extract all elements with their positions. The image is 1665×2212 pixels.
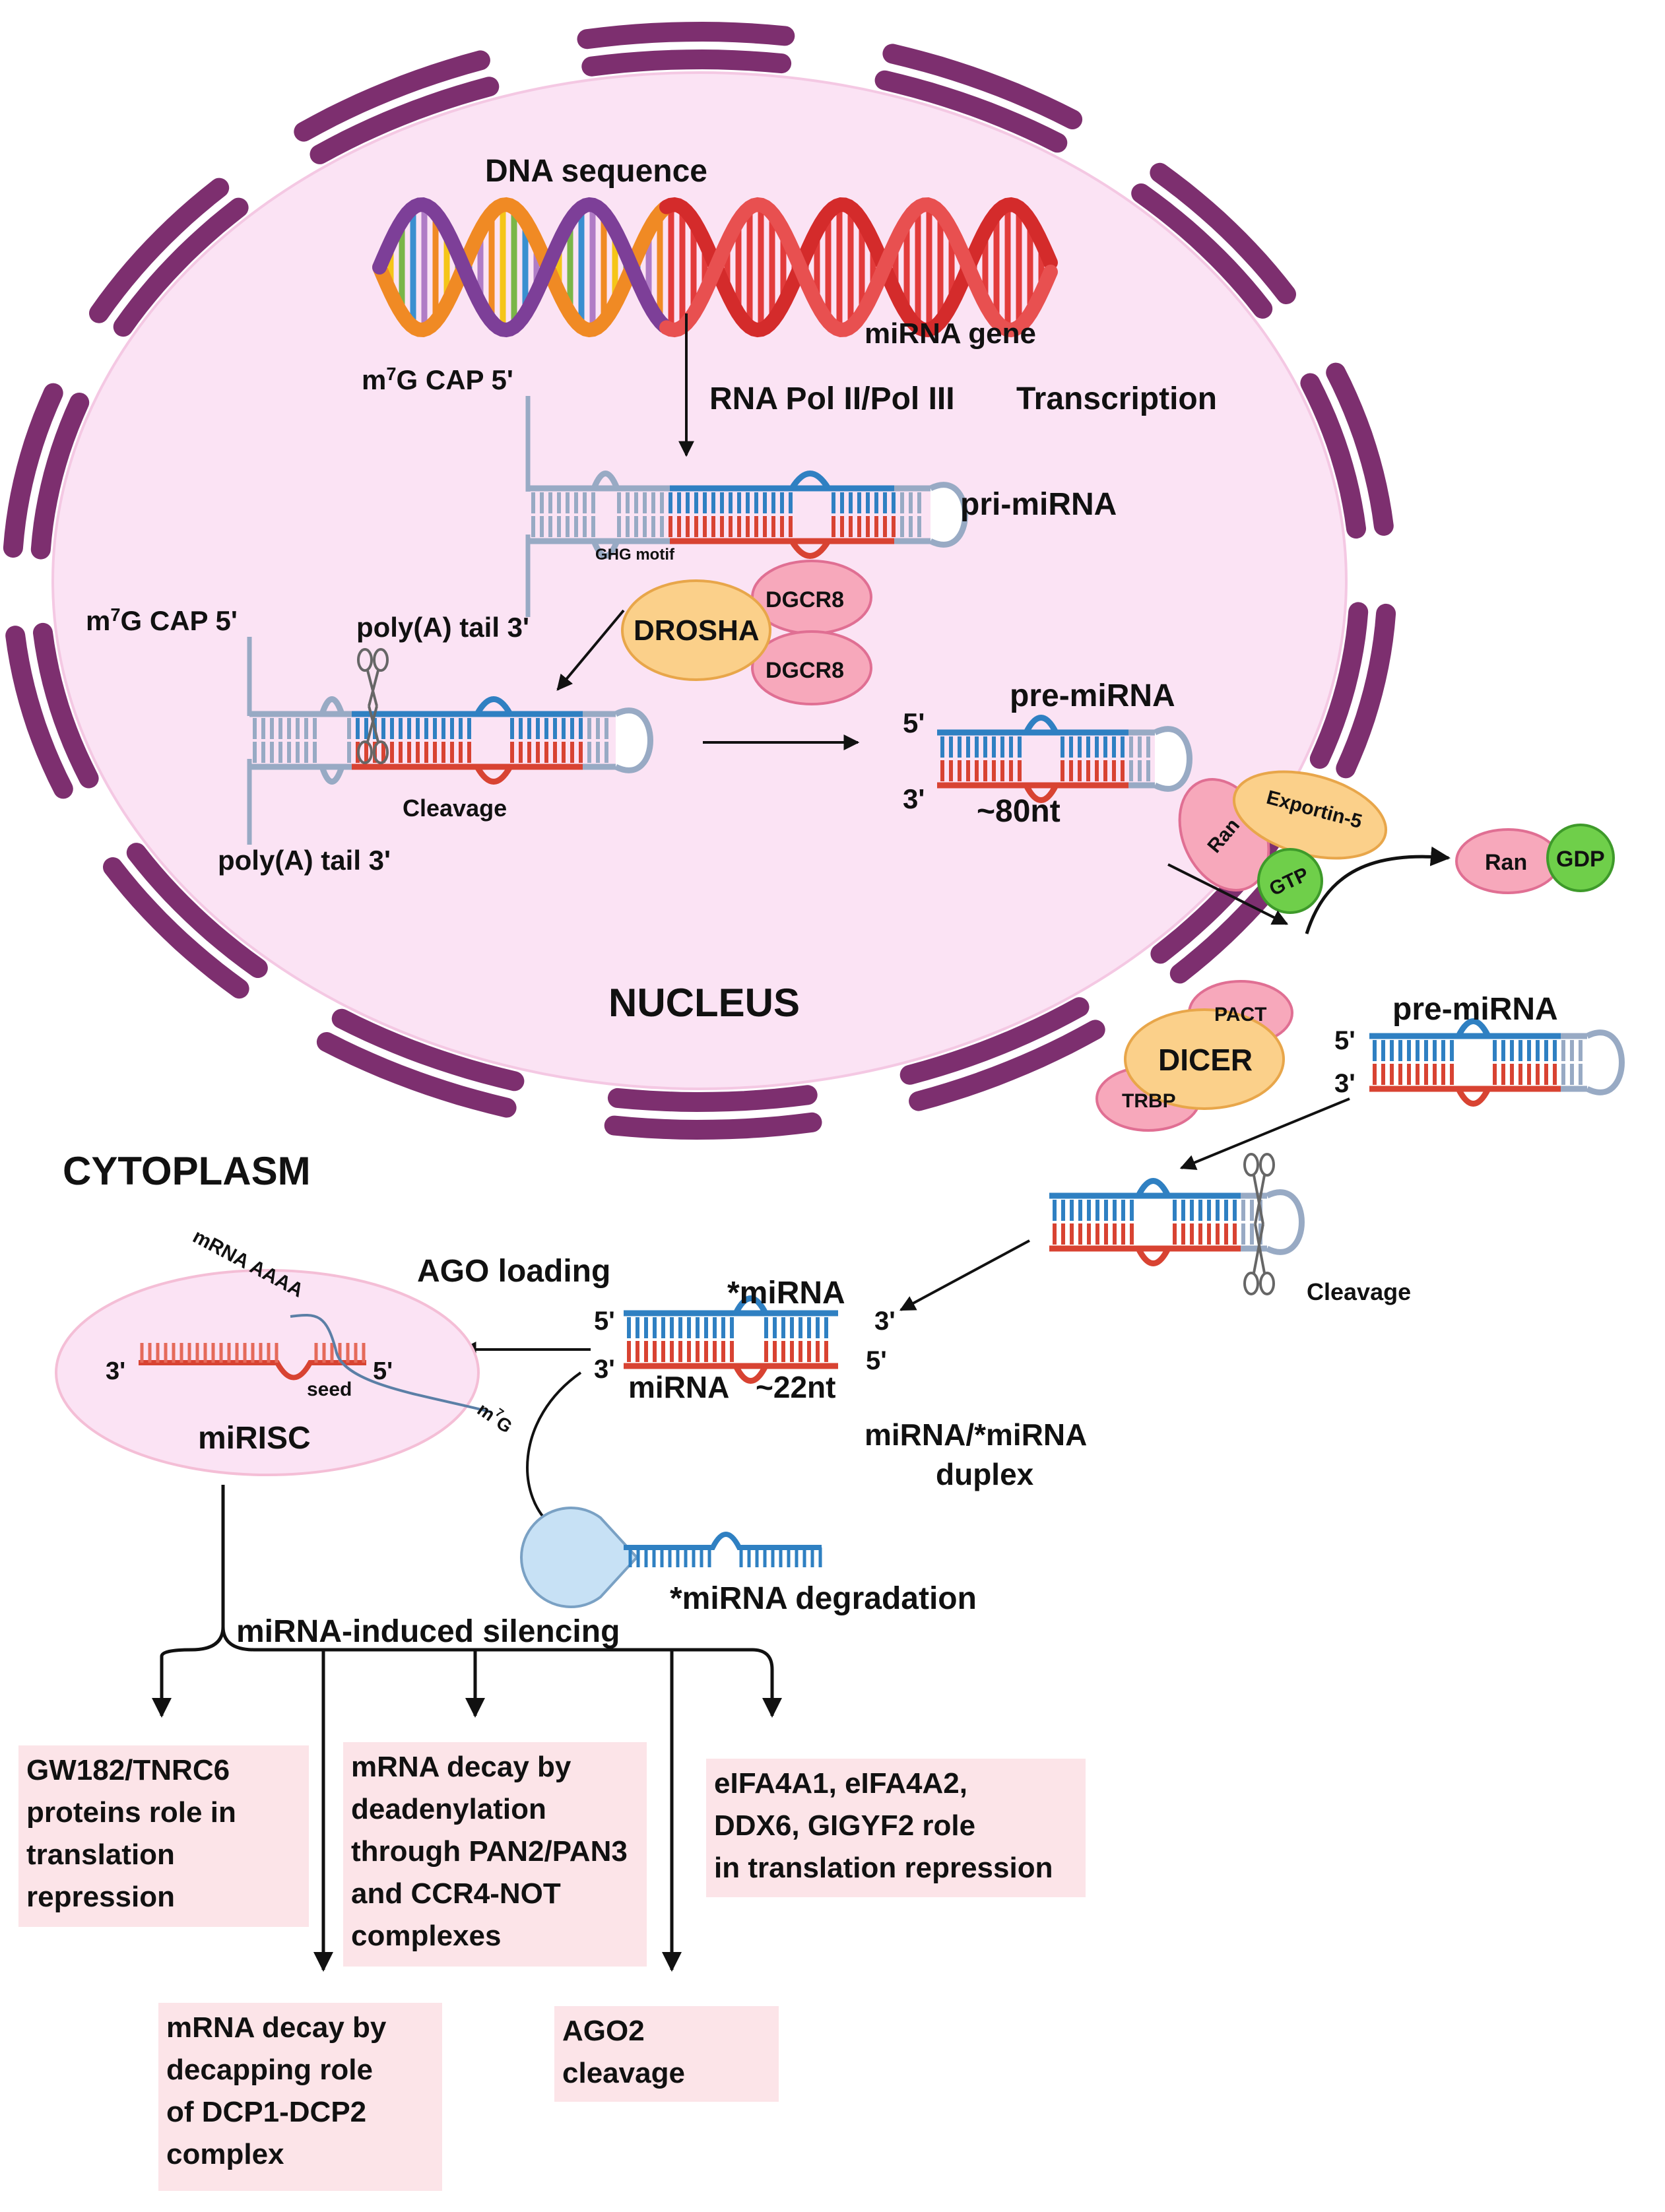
length-22nt-label: ~22nt bbox=[756, 1370, 835, 1404]
outcome-deadenylation-line-5: complexes bbox=[351, 1920, 502, 1952]
degradation-arrow bbox=[526, 1371, 582, 1529]
duplex-label-line2: duplex bbox=[936, 1457, 1034, 1491]
m7g-cap-label-1: m7G CAP 5' bbox=[362, 364, 513, 395]
outcome-eifa-line-3: in translation repression bbox=[714, 1852, 1053, 1884]
outcome-decapping-line-3: of DCP1-DCP2 bbox=[166, 2096, 367, 2128]
mirisc-label: miRISC bbox=[198, 1421, 311, 1456]
five-prime-label-3: 5' bbox=[594, 1307, 615, 1336]
scissors-icon-2 bbox=[1243, 1153, 1275, 1295]
outcome-decapping-line-2: decapping role bbox=[166, 2054, 373, 2086]
mirna-duplex bbox=[624, 1295, 838, 1384]
cleavage-label-1: Cleavage bbox=[403, 795, 507, 822]
pre-mirna-hairpin-1 bbox=[937, 715, 1192, 803]
dicer-label: DICER bbox=[1158, 1043, 1253, 1077]
to-duplex-arrow bbox=[899, 1239, 1030, 1311]
star-degradation-label: *miRNA degradation bbox=[670, 1581, 977, 1616]
dgcr8-top-label: DGCR8 bbox=[766, 587, 844, 612]
outcome-deadenylation-line-1: mRNA decay by bbox=[351, 1751, 571, 1783]
drosha-arrow bbox=[556, 609, 625, 691]
dna-helix bbox=[372, 197, 1058, 338]
pre-mirna-hairpin-3 bbox=[1049, 1178, 1305, 1266]
outcome-ago2-line-1: AGO2 bbox=[562, 2015, 645, 2047]
outcome-eifa-line-2: DDX6, GIGYF2 role bbox=[714, 1809, 976, 1842]
target-mrna bbox=[290, 1314, 492, 1414]
drosha-label: DROSHA bbox=[634, 614, 760, 647]
outcome-ago2: AGO2 cleavage bbox=[554, 2006, 779, 2102]
three-prime-label-1: 3' bbox=[903, 783, 925, 814]
dicer-arrow bbox=[1179, 1097, 1350, 1170]
outcome-eifa-line-1: eIFA4A1, eIFA4A2, bbox=[714, 1767, 967, 1800]
mirisc-complex bbox=[55, 1269, 480, 1476]
exonuclease bbox=[520, 1507, 639, 1608]
ago-loading-label: AGO loading bbox=[417, 1254, 610, 1289]
pre-mirna-hairpin-2 bbox=[1369, 1018, 1625, 1107]
risc-five-prime-label: 5' bbox=[373, 1357, 393, 1385]
three-prime-label-3: 3' bbox=[874, 1307, 896, 1336]
mirna-gene-label: miRNA gene bbox=[865, 317, 1036, 350]
outcome-deadenylation: mRNA decay by deadenylation through PAN2… bbox=[343, 1742, 647, 1967]
five-prime-label-1: 5' bbox=[903, 707, 925, 738]
outcome-decapping-line-1: mRNA decay by bbox=[166, 2011, 387, 2044]
dgcr8-bottom-protein bbox=[751, 630, 872, 705]
outcome-deadenylation-line-3: through PAN2/PAN3 bbox=[351, 1835, 628, 1868]
export-arrow bbox=[1167, 863, 1289, 925]
m7g-cap-label-2: m7G CAP 5' bbox=[86, 604, 238, 636]
pact-label: PACT bbox=[1214, 1004, 1266, 1025]
silencing-tree bbox=[152, 1485, 782, 1972]
degraded-star-mirna bbox=[624, 1532, 822, 1567]
outcome-ago2-line-2: cleavage bbox=[562, 2057, 685, 2089]
star-mirna-label: *miRNA bbox=[727, 1276, 845, 1311]
outcome-gw182-line-2: proteins role in bbox=[26, 1796, 236, 1829]
transcription-label: Transcription bbox=[1016, 381, 1217, 416]
pre-mirna-label-1: pre-miRNA bbox=[1010, 678, 1175, 713]
outcome-gw182-line-3: translation bbox=[26, 1838, 175, 1871]
ran-gdp-release-arrow bbox=[1305, 846, 1451, 934]
polya-tail-label-2: poly(A) tail 3' bbox=[218, 845, 391, 876]
gdp-label: GDP bbox=[1556, 847, 1605, 872]
drosha-protein bbox=[621, 579, 771, 681]
pri-mirna-label: pri-miRNA bbox=[960, 487, 1117, 522]
gdp-molecule bbox=[1546, 824, 1615, 892]
outcome-gw182: GW182/TNRC6 proteins role in translation… bbox=[18, 1745, 309, 1927]
outcome-deadenylation-line-2: deadenylation bbox=[351, 1793, 546, 1825]
trbp-label: TRBP bbox=[1122, 1090, 1176, 1112]
cytoplasm-label: CYTOPLASM bbox=[63, 1149, 311, 1193]
dna-sequence-label: DNA sequence bbox=[485, 154, 707, 189]
pri-mirna-hairpin bbox=[528, 471, 968, 559]
outcome-gw182-line-4: repression bbox=[26, 1881, 175, 1913]
gtp-molecule bbox=[1257, 848, 1323, 914]
dicer-protein bbox=[1124, 1008, 1285, 1110]
five-prime-label-4: 5' bbox=[866, 1346, 887, 1375]
outcome-decapping: mRNA decay by decapping role of DCP1-DCP… bbox=[158, 2003, 442, 2191]
five-prime-label-2: 5' bbox=[1334, 1026, 1355, 1055]
three-prime-label-2: 3' bbox=[1334, 1069, 1355, 1098]
silencing-label: miRNA-induced silencing bbox=[236, 1614, 620, 1649]
ghg-motif-label: GHG motif bbox=[595, 546, 675, 564]
outcome-eifa: eIFA4A1, eIFA4A2, DDX6, GIGYF2 role in t… bbox=[706, 1759, 1086, 1897]
pre-mirna-label-2: pre-miRNA bbox=[1392, 992, 1558, 1027]
mirna-label: miRNA bbox=[628, 1370, 729, 1404]
m7g-label: m7G bbox=[474, 1396, 518, 1437]
outcome-decapping-line-4: complex bbox=[166, 2138, 284, 2170]
duplex-label-line1: miRNA/*miRNA bbox=[865, 1417, 1087, 1452]
outcome-deadenylation-line-4: and CCR4-NOT bbox=[351, 1877, 561, 1910]
polya-tail-label-1: poly(A) tail 3' bbox=[356, 612, 529, 643]
mirisc-guide-strand bbox=[139, 1343, 366, 1381]
cropped-pri-mirna bbox=[249, 696, 653, 785]
cleavage-label-2: Cleavage bbox=[1307, 1278, 1411, 1305]
ran-label-2: Ran bbox=[1485, 850, 1527, 875]
length-80nt-label: ~80nt bbox=[977, 794, 1061, 829]
outcome-gw182-line-1: GW182/TNRC6 bbox=[26, 1754, 230, 1786]
seed-label: seed bbox=[307, 1379, 352, 1400]
scissors-icon bbox=[357, 648, 389, 764]
dgcr8-bottom-label: DGCR8 bbox=[766, 658, 844, 683]
rna-pol-label: RNA Pol II/Pol III bbox=[709, 381, 955, 416]
three-prime-label-4: 3' bbox=[594, 1355, 615, 1384]
risc-three-prime-label: 3' bbox=[106, 1357, 125, 1385]
nucleus-label: NUCLEUS bbox=[608, 981, 800, 1025]
